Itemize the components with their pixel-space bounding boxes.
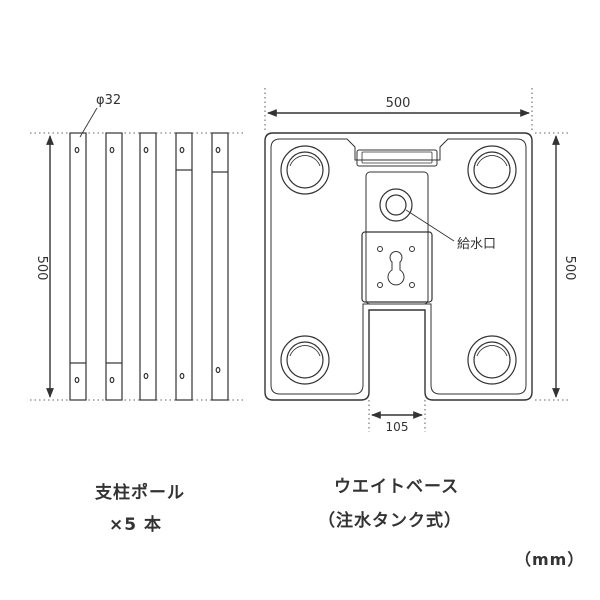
center-channel <box>365 171 429 305</box>
water-inlet-inner <box>385 194 407 216</box>
well-bottom-right <box>467 335 517 385</box>
base-outline <box>264 132 533 401</box>
base-caption-line2: （注水タンク式） <box>318 511 462 531</box>
pole-height-label: 500 <box>34 256 49 281</box>
pole-diameter-label: φ32 <box>96 93 121 108</box>
pole-2 <box>105 132 123 401</box>
well-bottom-left <box>280 335 330 385</box>
unit-label: （mm） <box>515 550 585 569</box>
base-height-label: 500 <box>562 256 577 281</box>
inlet-leader-line <box>405 209 455 242</box>
base-width-label: 500 <box>386 96 411 111</box>
plate-hole-2 <box>409 246 415 252</box>
well-top-left <box>280 145 330 195</box>
poles-caption-line1: 支柱ポール <box>95 483 185 503</box>
water-inlet-outer <box>379 188 413 222</box>
handle-slot-inner <box>361 151 433 164</box>
keyhole-slot <box>387 251 405 286</box>
pole-1 <box>69 132 87 401</box>
notch-width-label: 105 <box>386 420 409 434</box>
base-group <box>264 88 570 432</box>
pole-5 <box>211 132 229 401</box>
pole-4 <box>175 132 193 401</box>
plate-hole-4 <box>409 282 415 288</box>
diameter-leader-line <box>79 107 98 138</box>
well-top-right <box>467 145 517 195</box>
poles-caption-line2: ×5 本 <box>109 515 162 535</box>
base-inner-outline <box>270 138 527 395</box>
plate-hole-1 <box>377 246 383 252</box>
poles-group <box>30 107 245 401</box>
mounting-plate <box>361 231 433 303</box>
handle-slot <box>356 149 438 167</box>
water-inlet-label: 給水口 <box>457 237 496 252</box>
plate-hole-3 <box>377 282 383 288</box>
base-caption-line1: ウエイトベース <box>334 477 460 497</box>
pole-3 <box>139 132 157 401</box>
